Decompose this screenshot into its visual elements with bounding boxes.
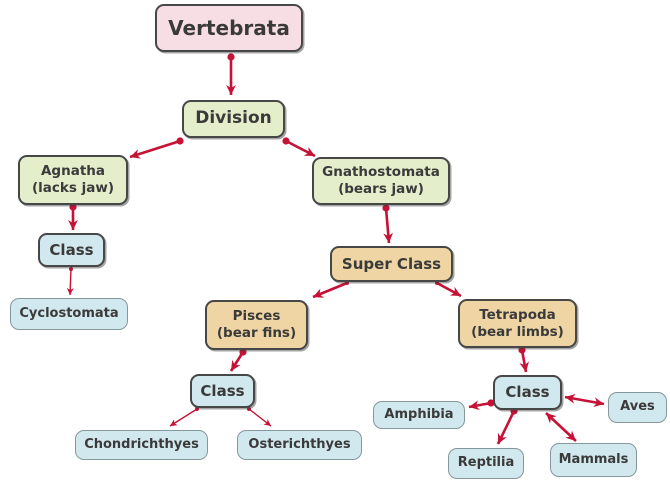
node-pisces: Pisces (bear fins) [205, 300, 308, 350]
edge-gnathostomata-superclass [382, 204, 394, 244]
edge-pisces-class [229, 348, 247, 372]
node-tetrapoda: Tetrapoda (bear limbs) [458, 299, 577, 348]
node-aves: Aves [608, 392, 667, 423]
node-class-pisces: Class [190, 374, 255, 408]
node-vertebrata: Vertebrata [155, 4, 303, 52]
node-class-tetrapoda: Class [493, 375, 562, 410]
edge-class-cyclostomata [66, 267, 74, 296]
node-chondrichthyes: Chondrichthyes [75, 430, 208, 460]
node-gnathostomata: Gnathostomata (bears jaw) [312, 157, 450, 205]
node-reptilia: Reptilia [448, 448, 524, 479]
edge-class-chondrichthyes [169, 407, 199, 427]
edge-class-mammals [545, 412, 577, 442]
node-amphibia: Amphibia [373, 401, 465, 429]
edge-division-agnatha [129, 137, 184, 159]
node-mammals: Mammals [550, 443, 637, 477]
node-super-class: Super Class [330, 246, 453, 282]
edge-class-osterichthyes [247, 407, 272, 427]
node-agnatha: Agnatha (lacks jaw) [18, 155, 128, 205]
node-division: Division [182, 100, 285, 138]
edge-division-gnathostomata [282, 137, 316, 158]
node-osterichthyes: Osterichthyes [237, 430, 362, 460]
edge-superclass-tetrapoda [435, 281, 462, 298]
node-class-agnatha: Class [38, 233, 105, 267]
edge-superclass-pisces [312, 281, 349, 299]
edge-class-amphibia [468, 399, 495, 411]
edge-tetrapoda-class [518, 346, 530, 373]
edge-class-reptilia [496, 407, 518, 445]
node-cyclostomata: Cyclostomata [10, 298, 128, 330]
edge-class-aves [564, 393, 605, 408]
